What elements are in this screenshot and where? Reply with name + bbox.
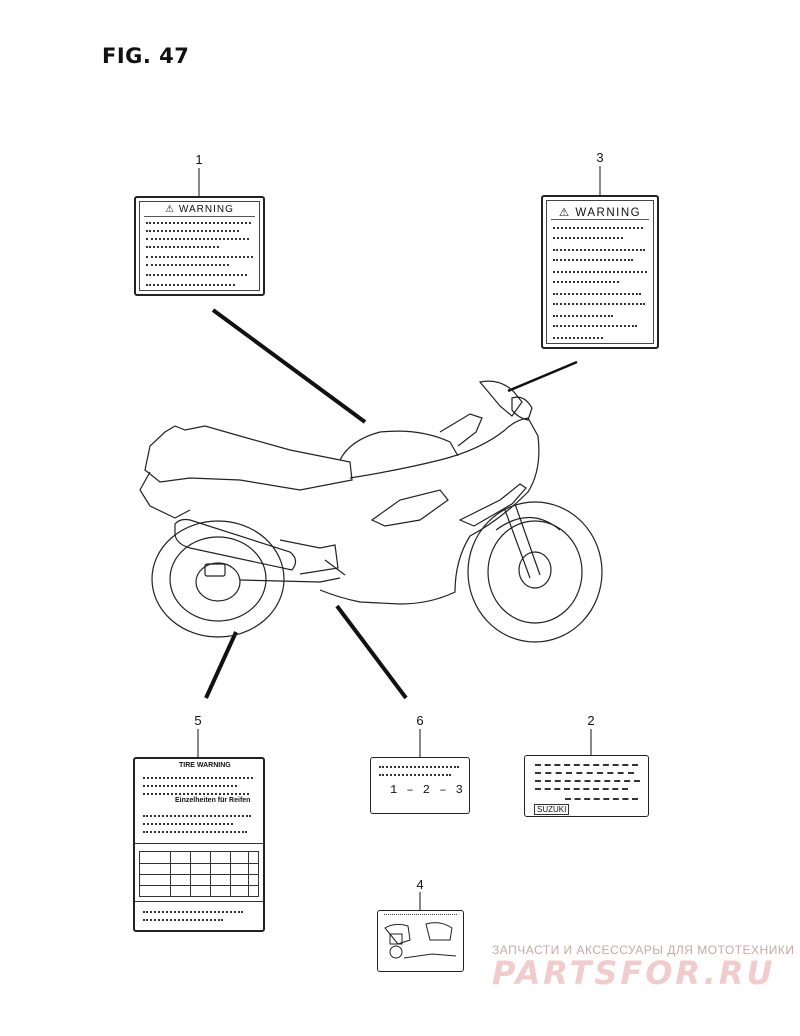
- front-hub: [518, 551, 552, 589]
- callout-number-1: 1: [195, 152, 203, 167]
- handlebar: [439, 413, 483, 447]
- callout-number-6: 6: [416, 713, 424, 728]
- windscreen: [478, 380, 523, 417]
- leader-lines: [197, 166, 601, 910]
- front-tire: [467, 501, 603, 643]
- label-6: [370, 757, 470, 814]
- footpeg: [324, 559, 346, 576]
- front-fender: [495, 517, 561, 531]
- mirror: [511, 396, 533, 421]
- warning-label-1-heading: WARNING: [178, 204, 234, 215]
- swingarm: [239, 577, 341, 583]
- muffler: [174, 518, 297, 571]
- callout-number-5: 5: [194, 713, 202, 728]
- warning-label-3: ⚠ WARNING: [541, 195, 659, 349]
- tail-lower: [139, 471, 191, 519]
- tire-warning-label-5: TIRE WARNING Einzelheiten für Reifen: [133, 757, 265, 932]
- fuel-tank: [339, 430, 459, 461]
- tire-warning-heading: TIRE WARNING: [179, 762, 231, 769]
- label-6-sequence: 1 – 2 – 3: [390, 783, 464, 797]
- rear-tire: [151, 520, 285, 638]
- muffler-tip: [204, 563, 226, 577]
- watermark-logo: PARTSFOR.RU: [492, 954, 776, 992]
- pointer-3: [507, 360, 578, 393]
- label-2-brand: SUZUKI: [534, 804, 570, 815]
- warning-triangle-icon: ⚠: [558, 207, 571, 219]
- rear-rim: [169, 536, 267, 622]
- fairing-body: [319, 417, 540, 605]
- fairing-panel: [370, 489, 449, 527]
- pointer-1: [211, 308, 367, 424]
- warning-label-1: ⚠ WARNING: [134, 196, 265, 296]
- callout-number-3: 3: [596, 150, 604, 165]
- tire-pressure-table: [139, 851, 259, 897]
- front-fork: [504, 503, 541, 579]
- engine-lower: [279, 539, 339, 575]
- tire-warning-subheading: Einzelheiten für Reifen: [175, 797, 251, 804]
- rear-hub: [195, 562, 241, 602]
- fairing-vent: [458, 483, 527, 527]
- figure-title: FIG. 47: [102, 44, 190, 68]
- callout-number-2: 2: [587, 713, 595, 728]
- front-rim: [487, 520, 583, 624]
- callout-number-4: 4: [416, 877, 424, 892]
- motorcycle-drawing: [139, 380, 603, 643]
- tail-seat: [144, 425, 353, 491]
- warning-label-3-heading: WARNING: [575, 207, 642, 219]
- pointer-5: [204, 631, 238, 699]
- pointer-6: [335, 604, 408, 700]
- label-4-artwork: [384, 922, 457, 959]
- label-4: [377, 910, 464, 972]
- watermark-tagline: ЗАПЧАСТИ И АКСЕССУАРЫ ДЛЯ МОТОТЕХНИКИ: [492, 943, 795, 957]
- warning-triangle-icon: ⚠: [165, 204, 176, 215]
